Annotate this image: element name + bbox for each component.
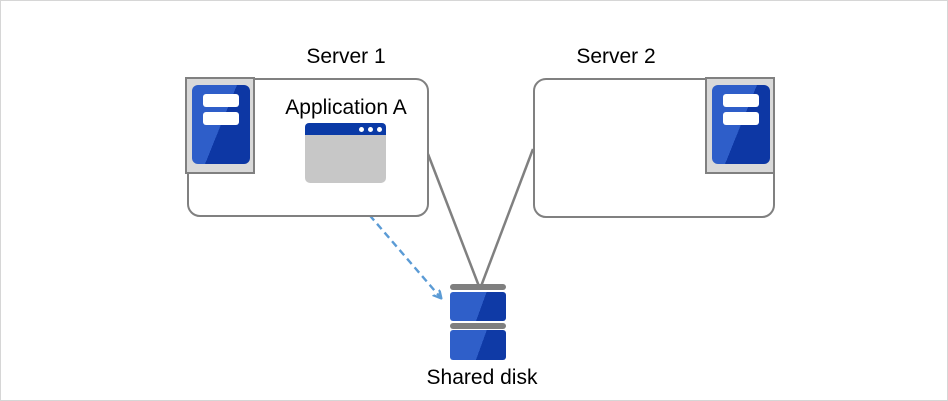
app-window-titlebar	[305, 123, 386, 135]
server-tower-body	[192, 85, 250, 164]
app-window-body	[305, 135, 386, 183]
disk-platter	[450, 292, 506, 321]
server-slot	[723, 94, 759, 107]
disk-bar	[450, 284, 506, 290]
server-tower-icon	[705, 77, 775, 174]
application-a-label: Application A	[285, 96, 407, 119]
disk-platter	[450, 330, 506, 360]
server1-label: Server 1	[306, 45, 386, 68]
edge-server2-disk	[480, 148, 535, 286]
server-tower-icon	[185, 77, 255, 174]
server-slot	[203, 112, 239, 125]
edge-server1-disk	[426, 153, 480, 286]
window-dot	[359, 127, 364, 132]
shared-disk-label: Shared disk	[426, 366, 538, 389]
server2-label: Server 2	[576, 45, 656, 68]
window-dot	[377, 127, 382, 132]
disk-bar	[450, 323, 506, 329]
server-tower-body	[712, 85, 770, 164]
server-slot	[203, 94, 239, 107]
app-window-icon	[305, 123, 386, 183]
server-slot	[723, 112, 759, 125]
window-dot	[368, 127, 373, 132]
